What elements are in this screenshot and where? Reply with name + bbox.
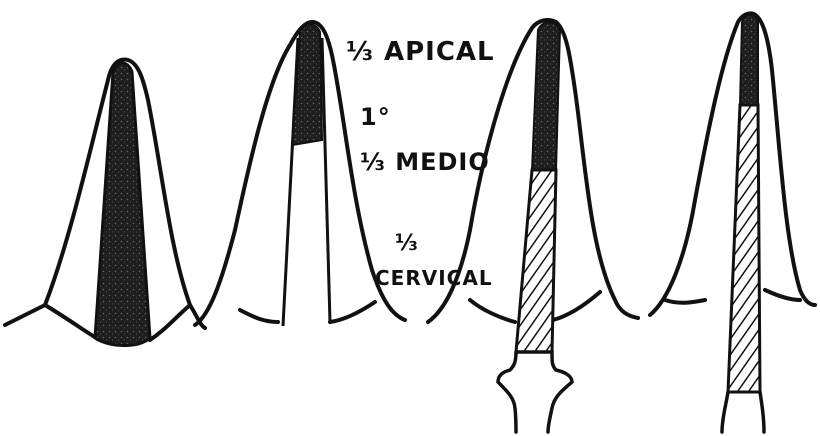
tooth-4-long-post — [650, 13, 815, 432]
label-first-mark: 1° — [360, 103, 391, 131]
tooth-4-post — [728, 105, 760, 392]
tooth-4-crest-right — [765, 290, 800, 300]
tooth-3-post — [516, 170, 556, 352]
tooth-3-crest-right — [553, 292, 600, 320]
tooth-4-apical-filling — [740, 15, 758, 106]
tooth-4-crest-left — [665, 300, 705, 303]
tooth-1-full-fill — [5, 60, 205, 346]
tooth-4-core — [722, 392, 764, 432]
tooth-2-crest-left — [240, 310, 278, 322]
tooth-2-canal-right-wall — [322, 38, 330, 322]
tooth-2-crest-right — [330, 302, 375, 322]
tooth-1-crest-left — [45, 305, 100, 340]
tooth-1-crest-right — [150, 305, 190, 340]
tooth-3-apical-filling — [532, 23, 560, 171]
label-middle-third: ⅓ MEDIO — [360, 148, 490, 176]
tooth-3-post — [428, 20, 638, 432]
label-cervical-fraction: ⅓ — [395, 231, 419, 256]
label-apical-third: ⅓ APICAL — [346, 37, 495, 67]
tooth-3-crest-left — [470, 300, 515, 322]
tooth-3-core — [498, 352, 572, 432]
label-cervical-third: CERVICAL — [375, 266, 493, 290]
